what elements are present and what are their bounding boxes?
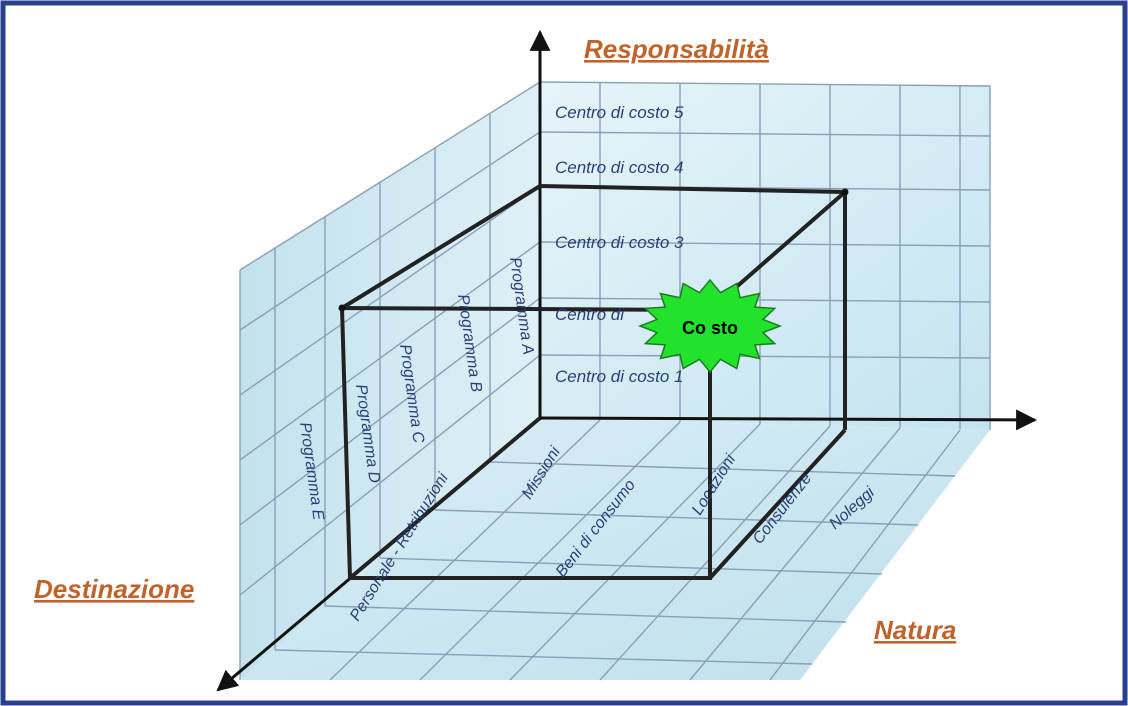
axis-title-responsabilita: Responsabilità [584,34,769,64]
costo-badge: Co sto [637,278,783,374]
costo-label: Co sto [682,318,738,338]
floor-plane [240,418,990,680]
cdc-label-1: Centro di costo 1 [555,367,684,386]
axis-title-natura: Natura [874,615,956,645]
cdc-label-2: Centro di [555,305,625,324]
axis-title-destinazione: Destinazione [34,574,194,604]
left-grid [239,81,541,680]
back-grid [539,81,991,430]
cdc-label-5: Centro di costo 5 [555,103,684,122]
natura-axis [539,409,1038,431]
responsabilita-labels: Centro di costo 5 Centro di costo 4 Cent… [555,103,684,386]
cdc-label-3: Centro di costo 3 [555,233,684,252]
box-vertex [841,188,849,196]
starburst-shape [637,278,783,374]
cdc-label-4: Centro di costo 4 [555,158,684,177]
box-vertex [338,304,346,312]
floor-grid [274,419,961,681]
